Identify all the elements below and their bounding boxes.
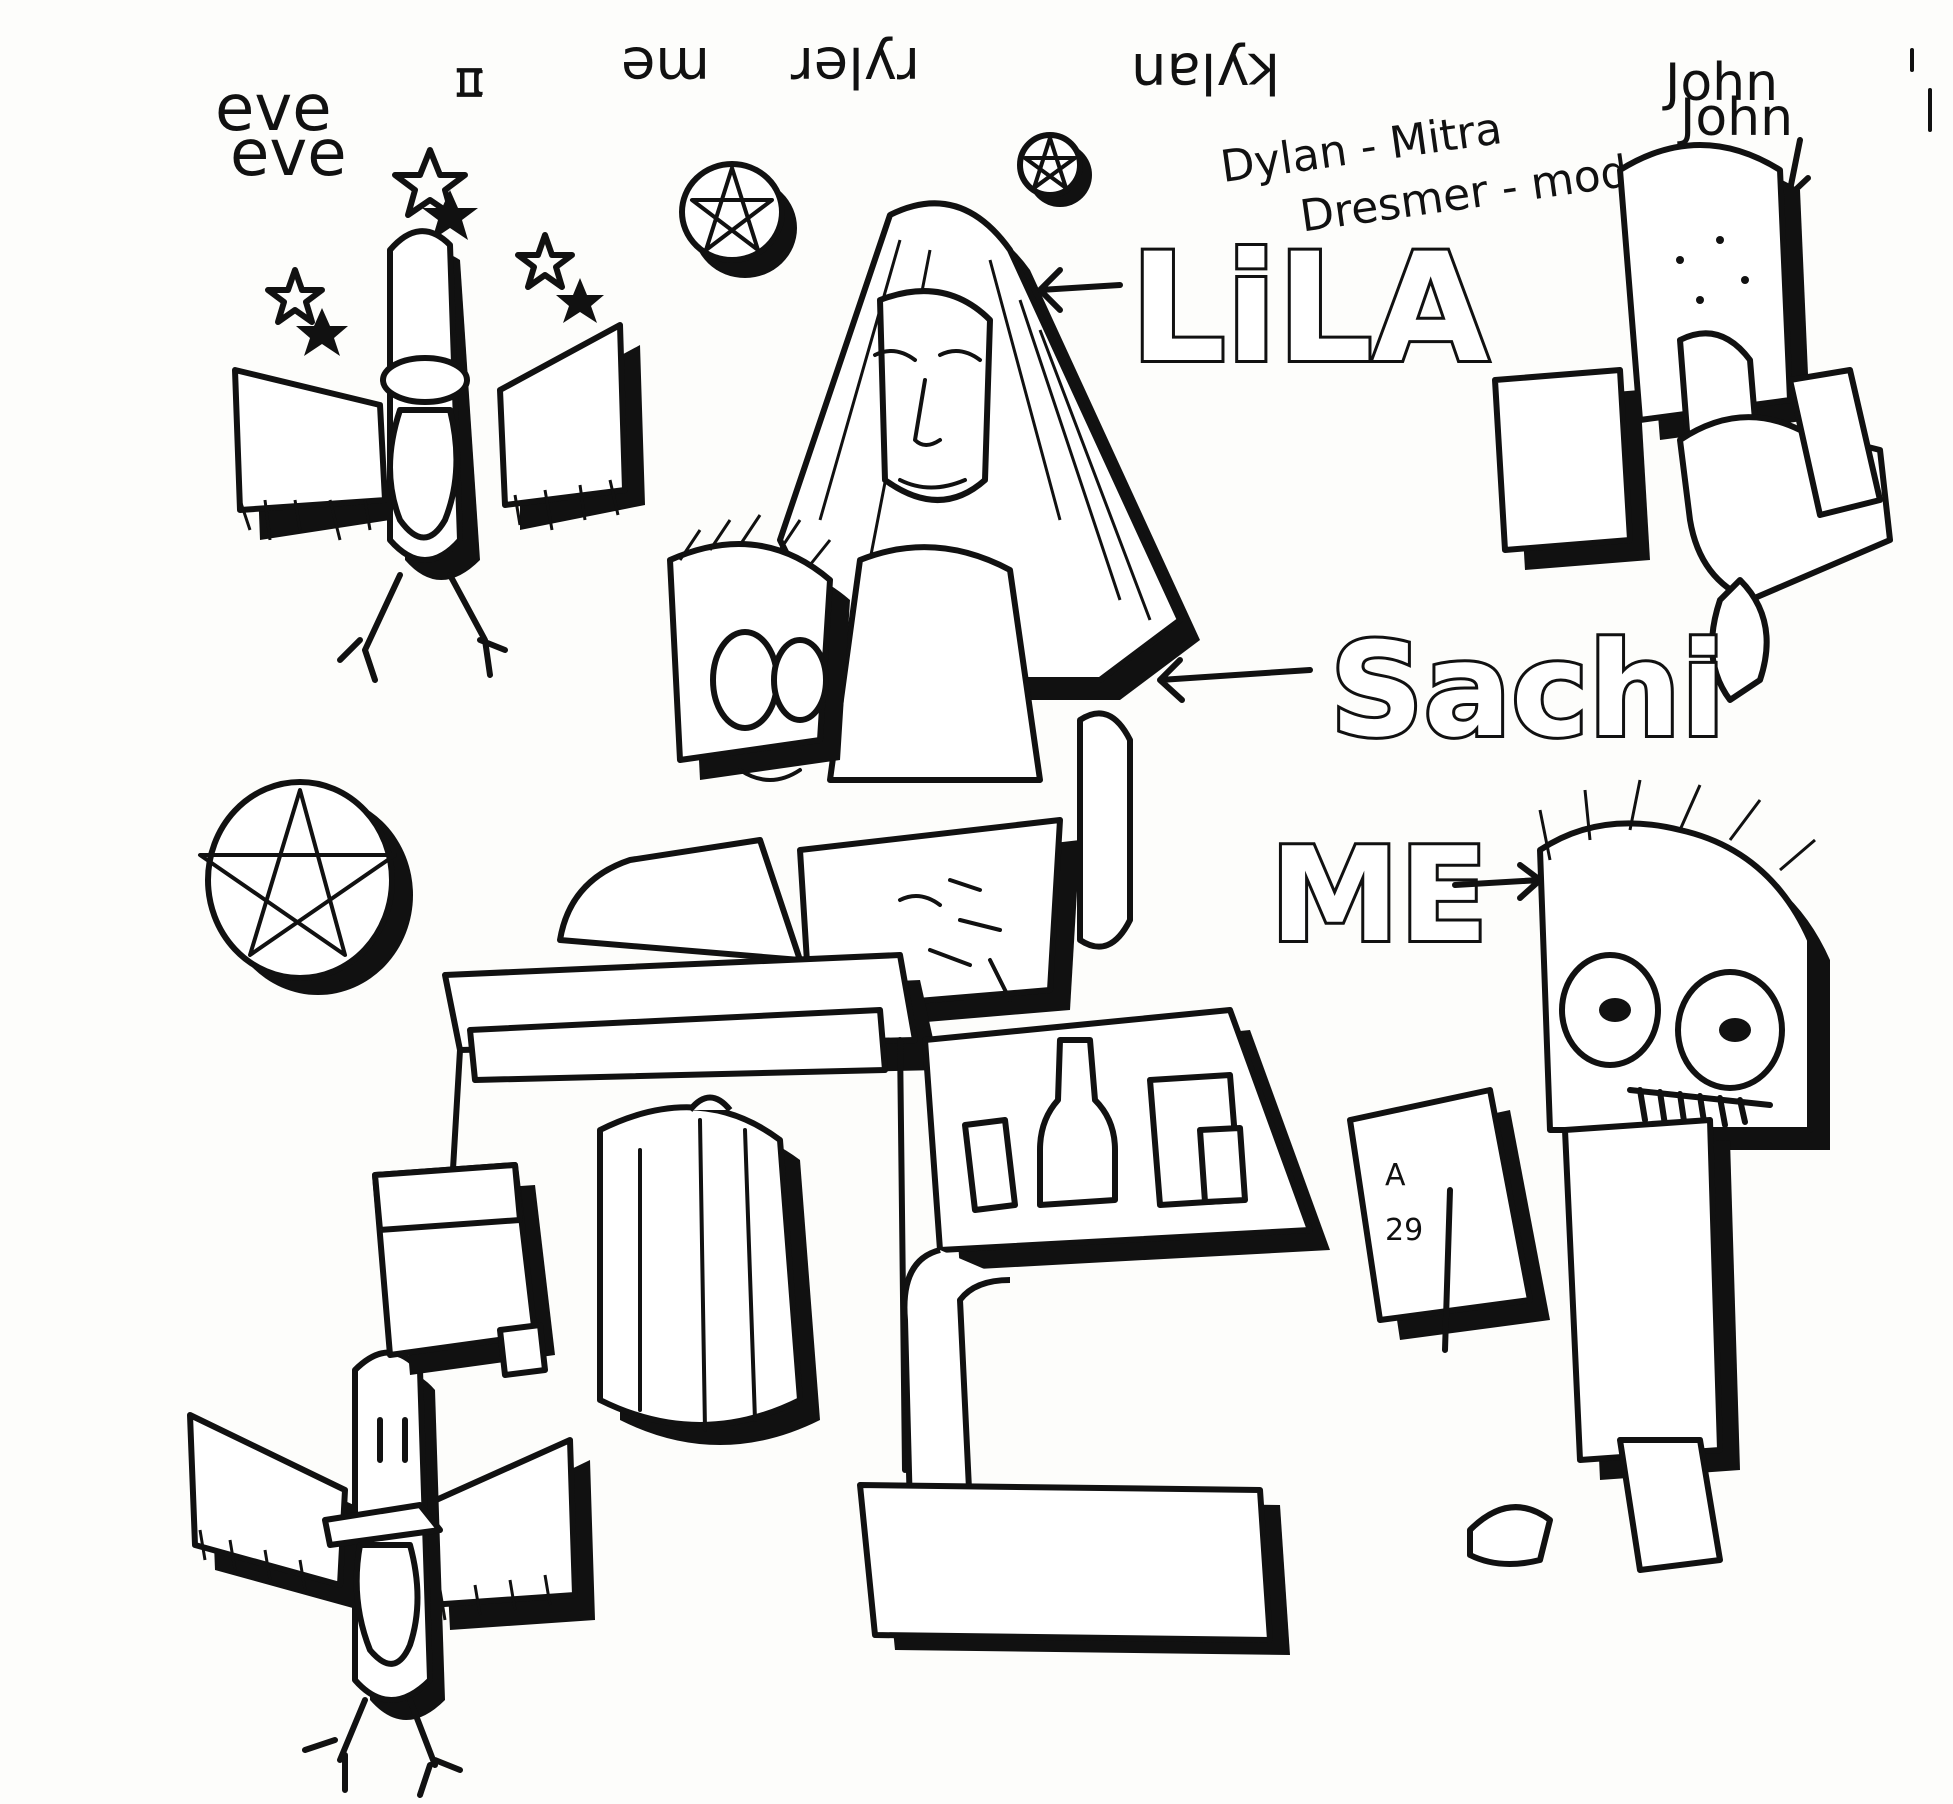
laptop-keys xyxy=(898,878,1012,1002)
pentagram-star-icon xyxy=(690,166,774,252)
table-center xyxy=(442,952,940,1473)
top-scribble-4: kylan xyxy=(1131,40,1280,105)
bird-eyes xyxy=(380,355,470,405)
sachi-arrow-icon xyxy=(1157,657,1313,703)
me-arrow-icon xyxy=(1452,862,1543,901)
lila-arrow-icon xyxy=(1037,267,1123,313)
book-text-2: 29 xyxy=(1385,1213,1423,1248)
lila-face xyxy=(877,288,993,503)
left-wing xyxy=(187,1412,348,1588)
john-head xyxy=(1617,142,1793,423)
left-wing xyxy=(232,367,388,513)
label-sachi-group: Sachi xyxy=(1157,611,1729,769)
bird-tongue xyxy=(353,1542,421,1667)
backpack-straps xyxy=(638,1118,757,1432)
sachi-body xyxy=(557,837,803,963)
table-right xyxy=(857,1007,1330,1655)
bird-creature-bottom xyxy=(187,1349,595,1798)
sachi-glasses-right xyxy=(771,637,829,723)
pentagram-left xyxy=(198,779,413,995)
eve-label-echo: eve xyxy=(230,117,347,191)
backpack-body xyxy=(597,1104,803,1428)
right-wing xyxy=(422,1437,578,1608)
pentagram-star-icon xyxy=(198,788,397,957)
sachi-label: Sachi xyxy=(1330,614,1726,766)
bird-tongue xyxy=(387,407,460,541)
me-book xyxy=(1347,1087,1533,1323)
sachi-mouth xyxy=(738,768,802,782)
right-wing xyxy=(497,322,628,508)
figure-lila xyxy=(777,200,1200,783)
pentagram-top-mid xyxy=(679,161,797,278)
figure-john xyxy=(1492,142,1893,703)
john-label: John xyxy=(1662,53,1778,113)
sachi-glasses-left xyxy=(710,629,780,731)
lila-features xyxy=(873,349,982,490)
me-pencil-icon xyxy=(1442,1187,1453,1353)
lila-body xyxy=(827,544,1043,783)
me-legs xyxy=(1617,1437,1723,1573)
star-icon xyxy=(265,267,325,325)
table-side xyxy=(901,1247,1011,1513)
top-scribble-1b: π xyxy=(455,51,484,107)
top-scribble-1: π xyxy=(455,58,484,114)
john-label-echo: John xyxy=(1677,88,1793,148)
page-edge-marks xyxy=(1910,48,1932,132)
bird-legs xyxy=(302,1697,463,1798)
top-scribble-2: me xyxy=(621,34,710,99)
me-teeth xyxy=(1627,1087,1773,1131)
can-icon xyxy=(1197,1125,1248,1205)
backpack-handle xyxy=(687,1094,733,1112)
star-filled-icon xyxy=(556,278,604,323)
top-scribble-3: ryler xyxy=(790,34,920,99)
pentagram-star-icon xyxy=(1023,136,1077,190)
me-foot xyxy=(1467,1504,1553,1567)
john-leg xyxy=(1709,577,1770,703)
bird-eyes xyxy=(377,1417,408,1463)
me-body xyxy=(1562,1117,1723,1463)
pentagram-top-small xyxy=(1017,132,1092,207)
label-lila-group: LiLA xyxy=(1037,219,1492,399)
star-icon xyxy=(515,232,575,290)
stars xyxy=(265,147,604,356)
backpack xyxy=(597,1094,820,1445)
book-text-1: A xyxy=(1385,1158,1406,1193)
cup-icon xyxy=(962,1117,1018,1213)
lunchbox-lid xyxy=(372,1162,523,1233)
john-chair xyxy=(1492,367,1633,553)
label-me-group: ME xyxy=(1267,816,1543,974)
bird-legs xyxy=(337,572,508,683)
star-icon xyxy=(392,147,468,218)
figure-me: A 29 xyxy=(1347,779,1830,1573)
chair-back xyxy=(1077,710,1133,950)
me-label: ME xyxy=(1270,819,1488,971)
bird-beak xyxy=(322,1502,443,1548)
eve-label: eve xyxy=(215,72,332,146)
star-filled-icon xyxy=(296,308,348,356)
john-phone-icon xyxy=(1787,367,1883,518)
lunchbox xyxy=(372,1162,555,1378)
star-filled-icon xyxy=(422,190,478,240)
lila-label: LiLA xyxy=(1130,222,1489,396)
lunchbox-clasp xyxy=(497,1322,548,1378)
bottle-icon xyxy=(1037,1037,1118,1208)
table-base xyxy=(857,1482,1273,1643)
bird-creature-top xyxy=(232,228,645,683)
